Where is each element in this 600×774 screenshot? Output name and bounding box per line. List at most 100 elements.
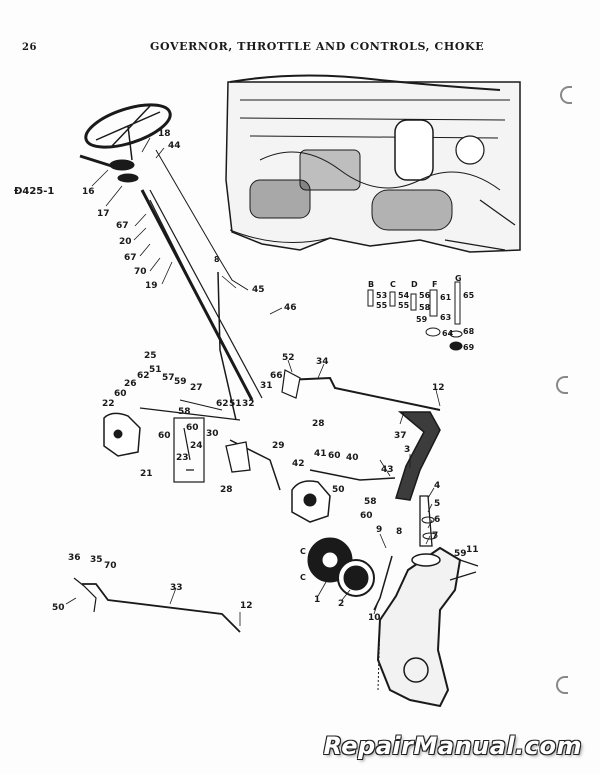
linkage-parts [103, 369, 441, 523]
callout-label: 59 [174, 377, 187, 387]
steering-column [79, 103, 263, 401]
callout-label: 11 [466, 545, 479, 555]
callout-label: 59 [454, 549, 467, 559]
figure-ref-number: 425-1 [22, 186, 55, 197]
page-title: GOVERNOR, THROTTLE AND CONTROLS, CHOKE [150, 40, 485, 53]
binder-hole-middle [556, 376, 568, 394]
callout-label: 20 [119, 237, 132, 247]
callout-label: 16 [82, 187, 95, 197]
callout-label: 67 [124, 253, 137, 263]
callout-label: 24 [190, 441, 203, 451]
hardware-label: F [432, 280, 437, 289]
callout-label: 4 [434, 481, 440, 491]
callout-label: 60 [114, 389, 127, 399]
callout-label: 67 [116, 221, 129, 231]
callout-label: 12 [240, 601, 253, 611]
callout-label: 5 [434, 499, 440, 509]
hardware-label: 55 [376, 301, 388, 310]
callout-label: 45 [252, 285, 265, 295]
callout-label: 3 [404, 445, 410, 455]
callout-label: 1 [314, 595, 320, 605]
hardware-label: 56 [419, 291, 431, 300]
callout-label: 22 [102, 399, 115, 409]
hardware-label: 63 [440, 313, 451, 322]
callout-label: 8 [214, 255, 220, 264]
callout-label: 58 [178, 407, 191, 417]
binder-hole-bottom [556, 676, 568, 694]
callout-label: 50 [52, 603, 65, 613]
callout-label: 29 [272, 441, 285, 451]
hardware-label: 59 [416, 315, 428, 324]
watermark: RepairManual.com [323, 732, 582, 760]
callout-label: 28 [312, 419, 325, 429]
callout-label: 62 [216, 399, 229, 409]
hardware-label: D [411, 280, 418, 289]
callout-label: C [300, 547, 306, 556]
governor-housing [307, 495, 479, 708]
callout-label: 9 [376, 525, 382, 535]
throttle-rods [73, 271, 441, 633]
figure-reference: Ð425-1 [14, 186, 54, 197]
callout-label: 18 [158, 129, 171, 139]
hardware-label: G [455, 274, 462, 283]
callout-label: 43 [381, 465, 394, 475]
hardware-label: 54 [398, 291, 410, 300]
callout-label: 35 [90, 555, 103, 565]
callout-label: 52 [282, 353, 295, 363]
callout-label: 10 [368, 613, 381, 623]
callout-label: 21 [140, 469, 153, 479]
leader-lines [65, 137, 441, 626]
hardware-label: 64 [442, 329, 454, 338]
hardware-parts [367, 281, 463, 351]
callout-label: 33 [170, 583, 183, 593]
callout-label: 57 [162, 373, 175, 383]
callout-label: 58 [364, 497, 377, 507]
callout-label: 27 [190, 383, 203, 393]
hardware-label: 53 [376, 291, 387, 300]
hardware-label: 69 [463, 343, 475, 352]
callout-label: 36 [68, 553, 81, 563]
callout-label: 31 [260, 381, 273, 391]
hardware-label: B [368, 280, 374, 289]
callout-label: 60 [158, 431, 171, 441]
engine-illustration [225, 74, 521, 253]
callout-label: 7 [432, 531, 438, 541]
hardware-label: 68 [463, 327, 475, 336]
callout-label: 12 [432, 383, 445, 393]
callouts: 18 44 16 17 67 20 67 70 19 8 45 46 52 34… [52, 129, 479, 623]
callout-label: 19 [145, 281, 158, 291]
callout-label: 60 [360, 511, 373, 521]
callout-label: 8 [396, 527, 402, 537]
callout-label: 70 [134, 267, 147, 277]
callout-label: 42 [292, 459, 305, 469]
callout-label: 41 [314, 449, 327, 459]
callout-label: 44 [168, 141, 181, 151]
hardware-label: 61 [440, 293, 452, 302]
callout-label: 46 [284, 303, 297, 313]
callout-label: 50 [332, 485, 345, 495]
callout-label: 30 [206, 429, 219, 439]
hardware-label: 58 [419, 303, 431, 312]
hardware-label: 65 [463, 291, 475, 300]
callout-label: 26 [124, 379, 137, 389]
callout-label: 70 [104, 561, 117, 571]
callout-label: 60 [328, 451, 341, 461]
callout-label: 66 [270, 371, 283, 381]
hardware-label: 55 [398, 301, 410, 310]
figure-ref-symbol: Ð [14, 186, 23, 197]
callout-label: 62 [137, 371, 150, 381]
callout-label: C [300, 573, 306, 582]
callout-label: 28 [220, 485, 233, 495]
callout-label: 51 [149, 365, 162, 375]
callout-label: 25 [144, 351, 157, 361]
callout-label: 23 [176, 453, 189, 463]
callout-label: 17 [97, 209, 110, 219]
hardware-callouts: B 53 55 C 54 55 D 56 58 59 F 61 63 64 G … [368, 274, 475, 352]
callout-label: 2 [338, 599, 344, 609]
binder-hole-top [560, 86, 572, 104]
callout-label: 60 [186, 423, 199, 433]
callout-label: 51 [229, 399, 242, 409]
hardware-label: C [390, 280, 396, 289]
